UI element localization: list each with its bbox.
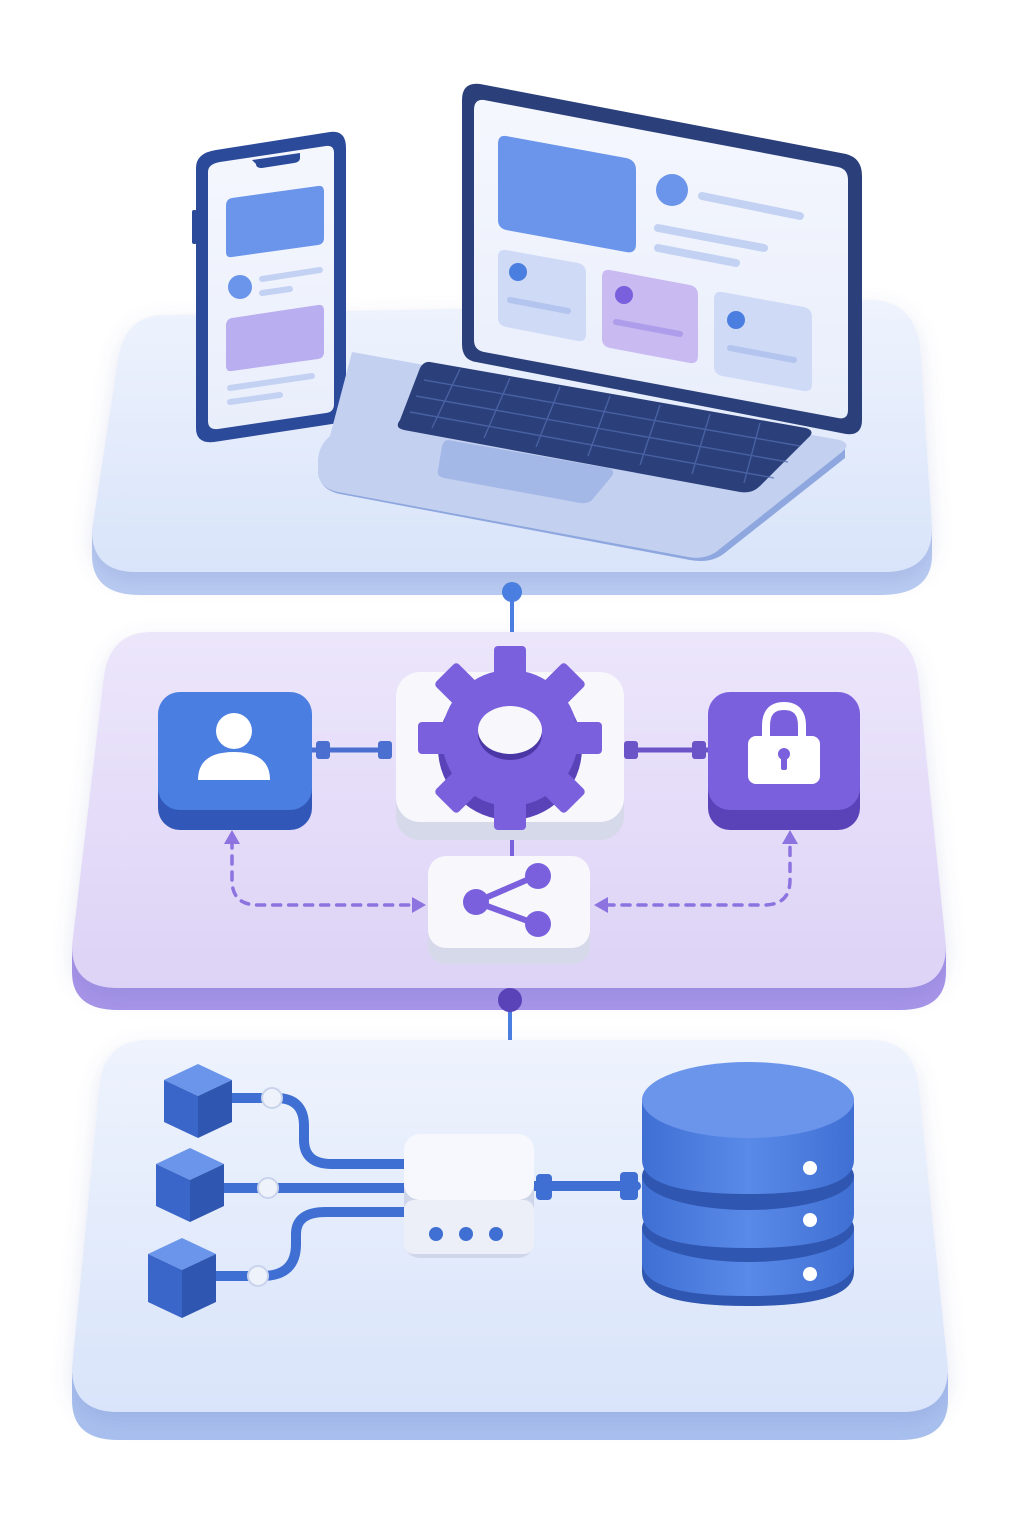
- phone-line-1: [259, 267, 323, 282]
- cable-1: [227, 1093, 415, 1169]
- phone-notch: [252, 153, 300, 168]
- laptop-device: [318, 83, 862, 561]
- connector-client-service: [502, 582, 522, 640]
- phone-side-button: [192, 210, 197, 244]
- hub-dot-3: [489, 1227, 503, 1241]
- source-cube-3: [148, 1238, 216, 1318]
- connector-dot-top: [502, 582, 522, 602]
- screen-tile-2: [602, 269, 698, 364]
- share-icon: [463, 863, 551, 937]
- user-node: [158, 692, 312, 830]
- phone-device: [192, 131, 346, 443]
- cable-3: [207, 1207, 415, 1281]
- phone-line-2: [259, 286, 293, 296]
- dashed-flows: [230, 838, 792, 907]
- screen-avatar-dot: [656, 174, 688, 206]
- hub-dot-1: [429, 1227, 443, 1241]
- screen-line-3: [654, 244, 740, 267]
- screen-line-1: [698, 192, 804, 220]
- phone-card-top: [226, 185, 324, 258]
- user-icon-head: [216, 713, 252, 749]
- share-node: [428, 856, 590, 964]
- source-cube-1: [164, 1064, 232, 1138]
- lock-icon: [748, 701, 820, 784]
- phone-avatar-dot: [228, 275, 252, 299]
- cable-joints: [247, 1087, 638, 1287]
- user-icon-body: [198, 752, 270, 780]
- database: [642, 1062, 854, 1306]
- screen-tile-1-line: [507, 297, 571, 314]
- screen-line-2: [654, 224, 768, 252]
- screen-tile-3-dot: [727, 311, 745, 329]
- hub-node: [404, 1134, 534, 1258]
- screen-hero-card: [498, 135, 636, 253]
- screen-tile-2-line: [613, 319, 683, 337]
- screen-tile-1-dot: [509, 263, 527, 281]
- laptop-trackpad: [437, 440, 614, 504]
- lock-node: [708, 692, 860, 830]
- gear-node: [396, 646, 624, 840]
- database-led-2: [803, 1213, 817, 1227]
- keyboard-keys: [409, 368, 801, 484]
- connector-dot-middle: [498, 988, 522, 1012]
- dashed-flow-left: [230, 838, 414, 907]
- database-led-1: [803, 1161, 817, 1175]
- laptop-keyboard: [397, 361, 812, 493]
- flow-arrowheads: [224, 830, 798, 913]
- phone-card-bottom: [226, 304, 324, 372]
- phone-line-4: [227, 392, 283, 405]
- screen-tile-1: [498, 249, 586, 342]
- source-cube-2: [156, 1148, 224, 1222]
- phone-line-3: [227, 373, 315, 391]
- database-led-3: [803, 1267, 817, 1281]
- screen-tile-3: [714, 291, 812, 392]
- gear-icon: [418, 646, 602, 830]
- database-top: [642, 1062, 854, 1138]
- dashed-flow-right: [604, 838, 792, 907]
- screen-tile-3-line: [727, 345, 797, 363]
- screen-tile-2-dot: [615, 286, 633, 304]
- hub-dot-2: [459, 1227, 473, 1241]
